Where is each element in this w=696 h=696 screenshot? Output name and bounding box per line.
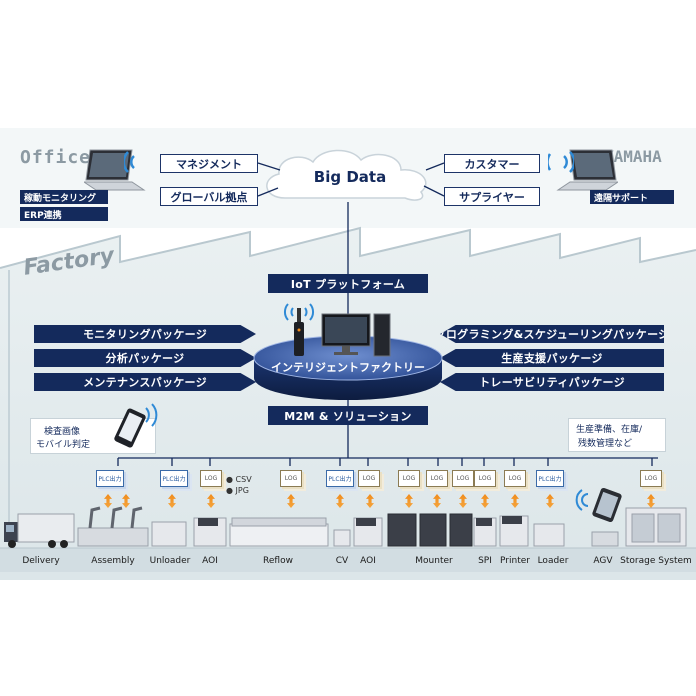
arrow-mounter3 — [459, 494, 467, 508]
csv-text: CSV — [235, 475, 252, 484]
prep-note-line1: 生産準備、在庫/ — [576, 425, 643, 435]
jpg-label: ● JPG — [226, 486, 249, 495]
arrow-spi — [481, 494, 489, 508]
arrow-aoi — [207, 494, 215, 508]
arrow-assembly-1 — [104, 494, 112, 508]
truck-icon — [4, 513, 75, 548]
smartphone-icon — [114, 403, 158, 448]
log-card-spi: LOG — [474, 470, 496, 487]
log-card-storage: LOG — [640, 470, 662, 487]
box-management: マネジメント — [160, 154, 258, 173]
station-aoi: AOI — [202, 556, 218, 566]
station-agv: AGV — [593, 556, 613, 566]
station-storage-system: Storage System — [620, 556, 692, 566]
package-programming-scheduling: プログラミング&スケジューリングパッケージ — [440, 325, 664, 343]
plc-card-loader: PLC出力 — [536, 470, 564, 487]
station-spi: SPI — [478, 556, 492, 566]
package-monitoring: モニタリングパッケージ — [34, 325, 256, 343]
office-label: Office — [20, 147, 92, 168]
router-icon — [284, 303, 314, 356]
arrow-mounter2 — [433, 494, 441, 508]
station-loader: Loader — [537, 556, 569, 566]
box-supplier: サプライヤー — [444, 187, 540, 206]
agv-tablet-icon — [575, 487, 622, 523]
arrow-loader — [546, 494, 554, 508]
box-global-sites: グローバル拠点 — [160, 187, 258, 206]
station-unloader: Unloader — [149, 556, 191, 566]
prep-note-line2: 残数管理など — [578, 439, 633, 449]
office-laptop-icon — [84, 149, 146, 191]
intelligent-factory-label: インテリジェントファクトリー — [271, 361, 425, 374]
arrow-aoi2 — [366, 494, 374, 508]
package-analysis: 分析パッケージ — [34, 349, 256, 367]
iot-platform-bar: IoT プラットフォーム — [268, 274, 428, 293]
plc-card-assembly: PLC出力 — [96, 470, 124, 487]
log-card-mounter1: LOG — [398, 470, 420, 487]
desktop-pc-icon — [321, 313, 391, 357]
jpg-text: JPG — [235, 486, 249, 495]
production-line — [4, 506, 687, 548]
box-customer: カスタマー — [444, 154, 540, 173]
arrow-storage — [647, 494, 655, 508]
arrow-cv — [336, 494, 344, 508]
mobile-note-line1: 検査画像 — [44, 427, 81, 437]
arrow-mounter1 — [405, 494, 413, 508]
mobile-note-line2: モバイル判定 — [36, 440, 91, 450]
big-data-label: Big Data — [313, 168, 387, 186]
office-item-erp: ERP連携 — [20, 207, 108, 221]
office-item-monitoring: 稼動モニタリング — [20, 190, 108, 204]
station-aoi2: AOI — [360, 556, 376, 566]
arrow-reflow — [287, 494, 295, 508]
big-data-cloud — [266, 149, 427, 201]
package-maintenance: メンテナンスパッケージ — [34, 373, 256, 391]
arrow-unloader — [168, 494, 176, 508]
station-assembly: Assembly — [91, 556, 135, 566]
package-production-support: 生産支援パッケージ — [440, 349, 664, 367]
csv-label: ● CSV — [226, 475, 252, 484]
log-card-printer: LOG — [504, 470, 526, 487]
log-card-aoi2: LOG — [358, 470, 380, 487]
arrow-assembly-2 — [122, 494, 130, 508]
plc-card-cv: PLC出力 — [326, 470, 354, 487]
arrow-printer — [511, 494, 519, 508]
log-card-mounter3: LOG — [452, 470, 474, 487]
log-card-reflow: LOG — [280, 470, 302, 487]
station-cv: CV — [335, 556, 349, 566]
package-traceability: トレーサビリティパッケージ — [440, 373, 664, 391]
prep-note-box — [568, 418, 666, 452]
station-printer: Printer — [500, 556, 530, 566]
station-mounter: Mounter — [415, 556, 453, 566]
log-card-aoi: LOG — [200, 470, 222, 487]
yamaha-item-remote-support: 遠隔サポート — [590, 190, 674, 204]
station-delivery: Delivery — [22, 556, 60, 566]
station-reflow: Reflow — [263, 556, 293, 566]
log-card-mounter2: LOG — [426, 470, 448, 487]
plc-card-unloader: PLC出力 — [160, 470, 188, 487]
yamaha-wifi-icon — [548, 151, 574, 173]
m2m-solution-bar: M2M & ソリューション — [268, 406, 428, 425]
yamaha-label: YAMAHA — [604, 147, 662, 166]
office-wifi-icon — [124, 151, 135, 173]
